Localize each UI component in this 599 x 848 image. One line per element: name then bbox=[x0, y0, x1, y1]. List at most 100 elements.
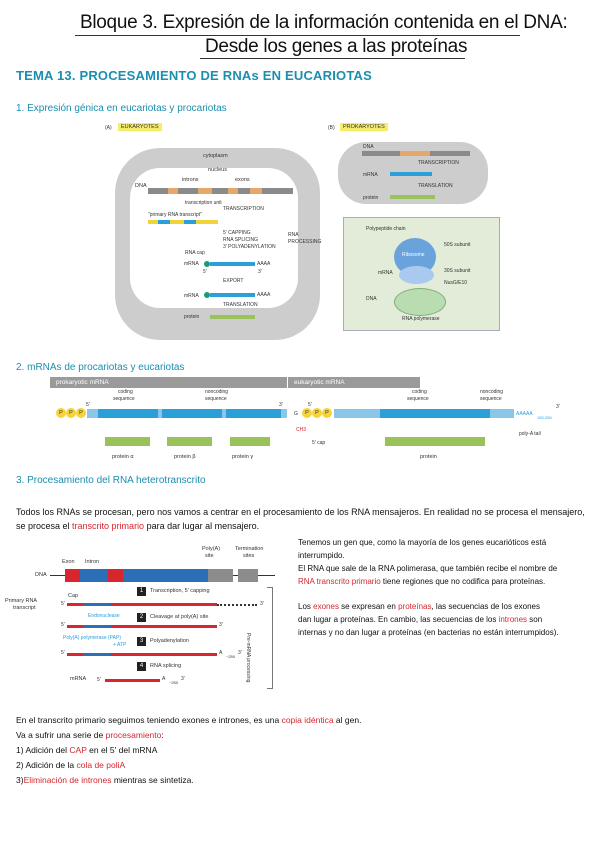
primary-transcript-exon bbox=[158, 220, 170, 224]
aaaaa-sub-label: 150-250 bbox=[537, 415, 552, 420]
introns-label: introns bbox=[182, 177, 199, 183]
micro-rnap-label: RNA polymerase bbox=[402, 316, 440, 322]
atp-label: + ATP bbox=[113, 642, 127, 648]
primary-transcript-tail bbox=[217, 604, 257, 606]
rna-cap-label: RNA cap bbox=[185, 250, 205, 256]
aaaa-label: AAAA bbox=[257, 261, 271, 267]
splicing-step: RNA SPLICING bbox=[223, 237, 259, 243]
dna-strand bbox=[148, 188, 293, 194]
primary-five: 5' bbox=[61, 601, 65, 607]
step-1-number: 1 bbox=[137, 587, 146, 596]
export-step: EXPORT bbox=[223, 278, 244, 284]
euk-noncoding-seq-label: sequence bbox=[480, 396, 502, 402]
rna-processing-label-2: PROCESSING bbox=[288, 239, 322, 245]
polyadenylation-step: 3' POLYADENYLATION bbox=[223, 244, 276, 250]
figure-expression: (A) EUKARYOTES (B) PROKARYOTES cytoplasm… bbox=[100, 120, 500, 345]
polya-a-label: A bbox=[219, 650, 223, 656]
polya-intron bbox=[83, 653, 111, 656]
panel-b-label: (B) bbox=[328, 125, 335, 131]
protein-gamma-label: protein γ bbox=[232, 454, 254, 460]
aaaa-cyto-label: AAAA bbox=[257, 292, 271, 298]
tema-heading: TEMA 13. PROCESAMIENTO DE RNAs EN EUCARI… bbox=[16, 68, 372, 83]
euk-coding-seq-label: sequence bbox=[407, 396, 429, 402]
coupled-translation-illustration: Polypeptide chain Ribosome 50S subunit 3… bbox=[343, 217, 500, 331]
primary-transcript-label: Primary RNA bbox=[5, 598, 38, 604]
transcription-unit-label: transcription unit bbox=[185, 200, 222, 206]
primary-transcript-bar bbox=[67, 603, 217, 606]
dna-termination-region bbox=[238, 569, 258, 582]
prok-protein-label: protein bbox=[363, 195, 379, 201]
cap-dot bbox=[204, 261, 210, 267]
processing-bracket bbox=[267, 587, 273, 689]
mrna-label: mRNA bbox=[184, 261, 199, 267]
cap-label: 5' cap bbox=[312, 440, 326, 446]
final-mrna-bar bbox=[105, 679, 160, 682]
phosphate-1: P bbox=[56, 408, 66, 418]
prok-three-prime: 3' bbox=[279, 402, 283, 408]
mrna-cyto-label: mRNA bbox=[184, 293, 199, 299]
prokaryotes-badge: PROKARYOTES bbox=[340, 123, 388, 131]
exon-segment bbox=[168, 188, 178, 194]
final-five: 5' bbox=[97, 677, 101, 683]
rna-processing-label: RNA bbox=[288, 232, 299, 238]
prok-mrna-bar bbox=[390, 172, 432, 176]
polya-five: 5' bbox=[61, 650, 65, 656]
panel-a-label: (A) bbox=[105, 125, 112, 131]
pre-mrna-processing-label: Pre-mRNA processing bbox=[245, 633, 251, 683]
protein-alpha-bar bbox=[105, 437, 150, 446]
primary-transcript-exon bbox=[184, 220, 196, 224]
micro-30s-label: 30S subunit bbox=[444, 268, 471, 274]
step-4-number: 4 bbox=[137, 662, 146, 671]
paragraph-intro: Todos los RNAs se procesan, pero nos vam… bbox=[16, 507, 585, 531]
polya-bar bbox=[67, 653, 217, 656]
step-3-label: Polyadenylation bbox=[150, 638, 189, 644]
prok-protein-bar bbox=[390, 195, 435, 199]
dna-exon-1 bbox=[65, 569, 80, 582]
protein-beta-bar bbox=[167, 437, 212, 446]
prok-five-prime: 5' bbox=[86, 402, 90, 408]
final-three: 3' bbox=[181, 676, 185, 682]
euk-phosphate-1: P bbox=[302, 408, 312, 418]
capping-step: 5' CAPPING bbox=[223, 230, 251, 236]
polya-three: 3' bbox=[238, 650, 242, 656]
euk-three-prime: 3' bbox=[556, 404, 560, 410]
phosphate-3: P bbox=[76, 408, 86, 418]
step-2-label: Cleavage at poly(A) site bbox=[150, 614, 209, 620]
sub-title: Desde los genes a las proteínas bbox=[205, 36, 468, 57]
right-explanation: Tenemos un gen que, como la mayoría de l… bbox=[298, 538, 559, 637]
euk-phosphate-3: P bbox=[322, 408, 332, 418]
nucleus-label: nucleus bbox=[208, 167, 227, 173]
g-label: G bbox=[294, 411, 298, 417]
cleaved-bar bbox=[67, 625, 217, 628]
pap-label: Poly(A) polymerase (PAP) bbox=[63, 635, 121, 641]
prok-coding-2 bbox=[162, 409, 222, 418]
micro-ribosome-label: Ribosome bbox=[402, 252, 425, 258]
exon-segment bbox=[228, 188, 238, 194]
primary-transcript-bar bbox=[148, 220, 218, 224]
cap-dot bbox=[204, 292, 210, 298]
primary-transcript-label-2: transcript bbox=[13, 605, 36, 611]
intron-label: Intron bbox=[85, 559, 100, 565]
exon-segment bbox=[198, 188, 212, 194]
euk-coding-label: coding bbox=[412, 389, 427, 395]
final-mrna-label: mRNA bbox=[70, 676, 87, 682]
final-a-label: A bbox=[162, 676, 166, 682]
section-1-heading: 1. Expresión génica en eucariotas y proc… bbox=[16, 103, 227, 114]
exon-segment bbox=[250, 188, 262, 194]
euk-noncoding-label: noncoding bbox=[480, 389, 504, 395]
primary-transcript-label: "primary RNA transcript" bbox=[148, 212, 202, 218]
prok-mrna-label: mRNA bbox=[363, 172, 378, 178]
transcription-step: TRANSCRIPTION bbox=[223, 206, 264, 212]
noncoding-seq-label: sequence bbox=[205, 396, 227, 402]
protein-gamma-bar bbox=[230, 437, 270, 446]
primary-transcript-intron bbox=[83, 603, 111, 606]
micro-mrna-label: mRNA bbox=[378, 270, 393, 276]
cleaved-intron bbox=[83, 625, 111, 628]
section-3-heading: 3. Procesamiento del RNA heterotranscrit… bbox=[16, 475, 206, 486]
protein-label: protein bbox=[184, 314, 200, 320]
prok-transcription: TRANSCRIPTION bbox=[418, 160, 459, 166]
mrna-nucleus-bar bbox=[210, 262, 255, 266]
title-underline-1 bbox=[75, 35, 520, 36]
bottom-notes: En el transcrito primario seguimos tenie… bbox=[16, 715, 362, 785]
protein-alpha-label: protein α bbox=[112, 454, 134, 460]
